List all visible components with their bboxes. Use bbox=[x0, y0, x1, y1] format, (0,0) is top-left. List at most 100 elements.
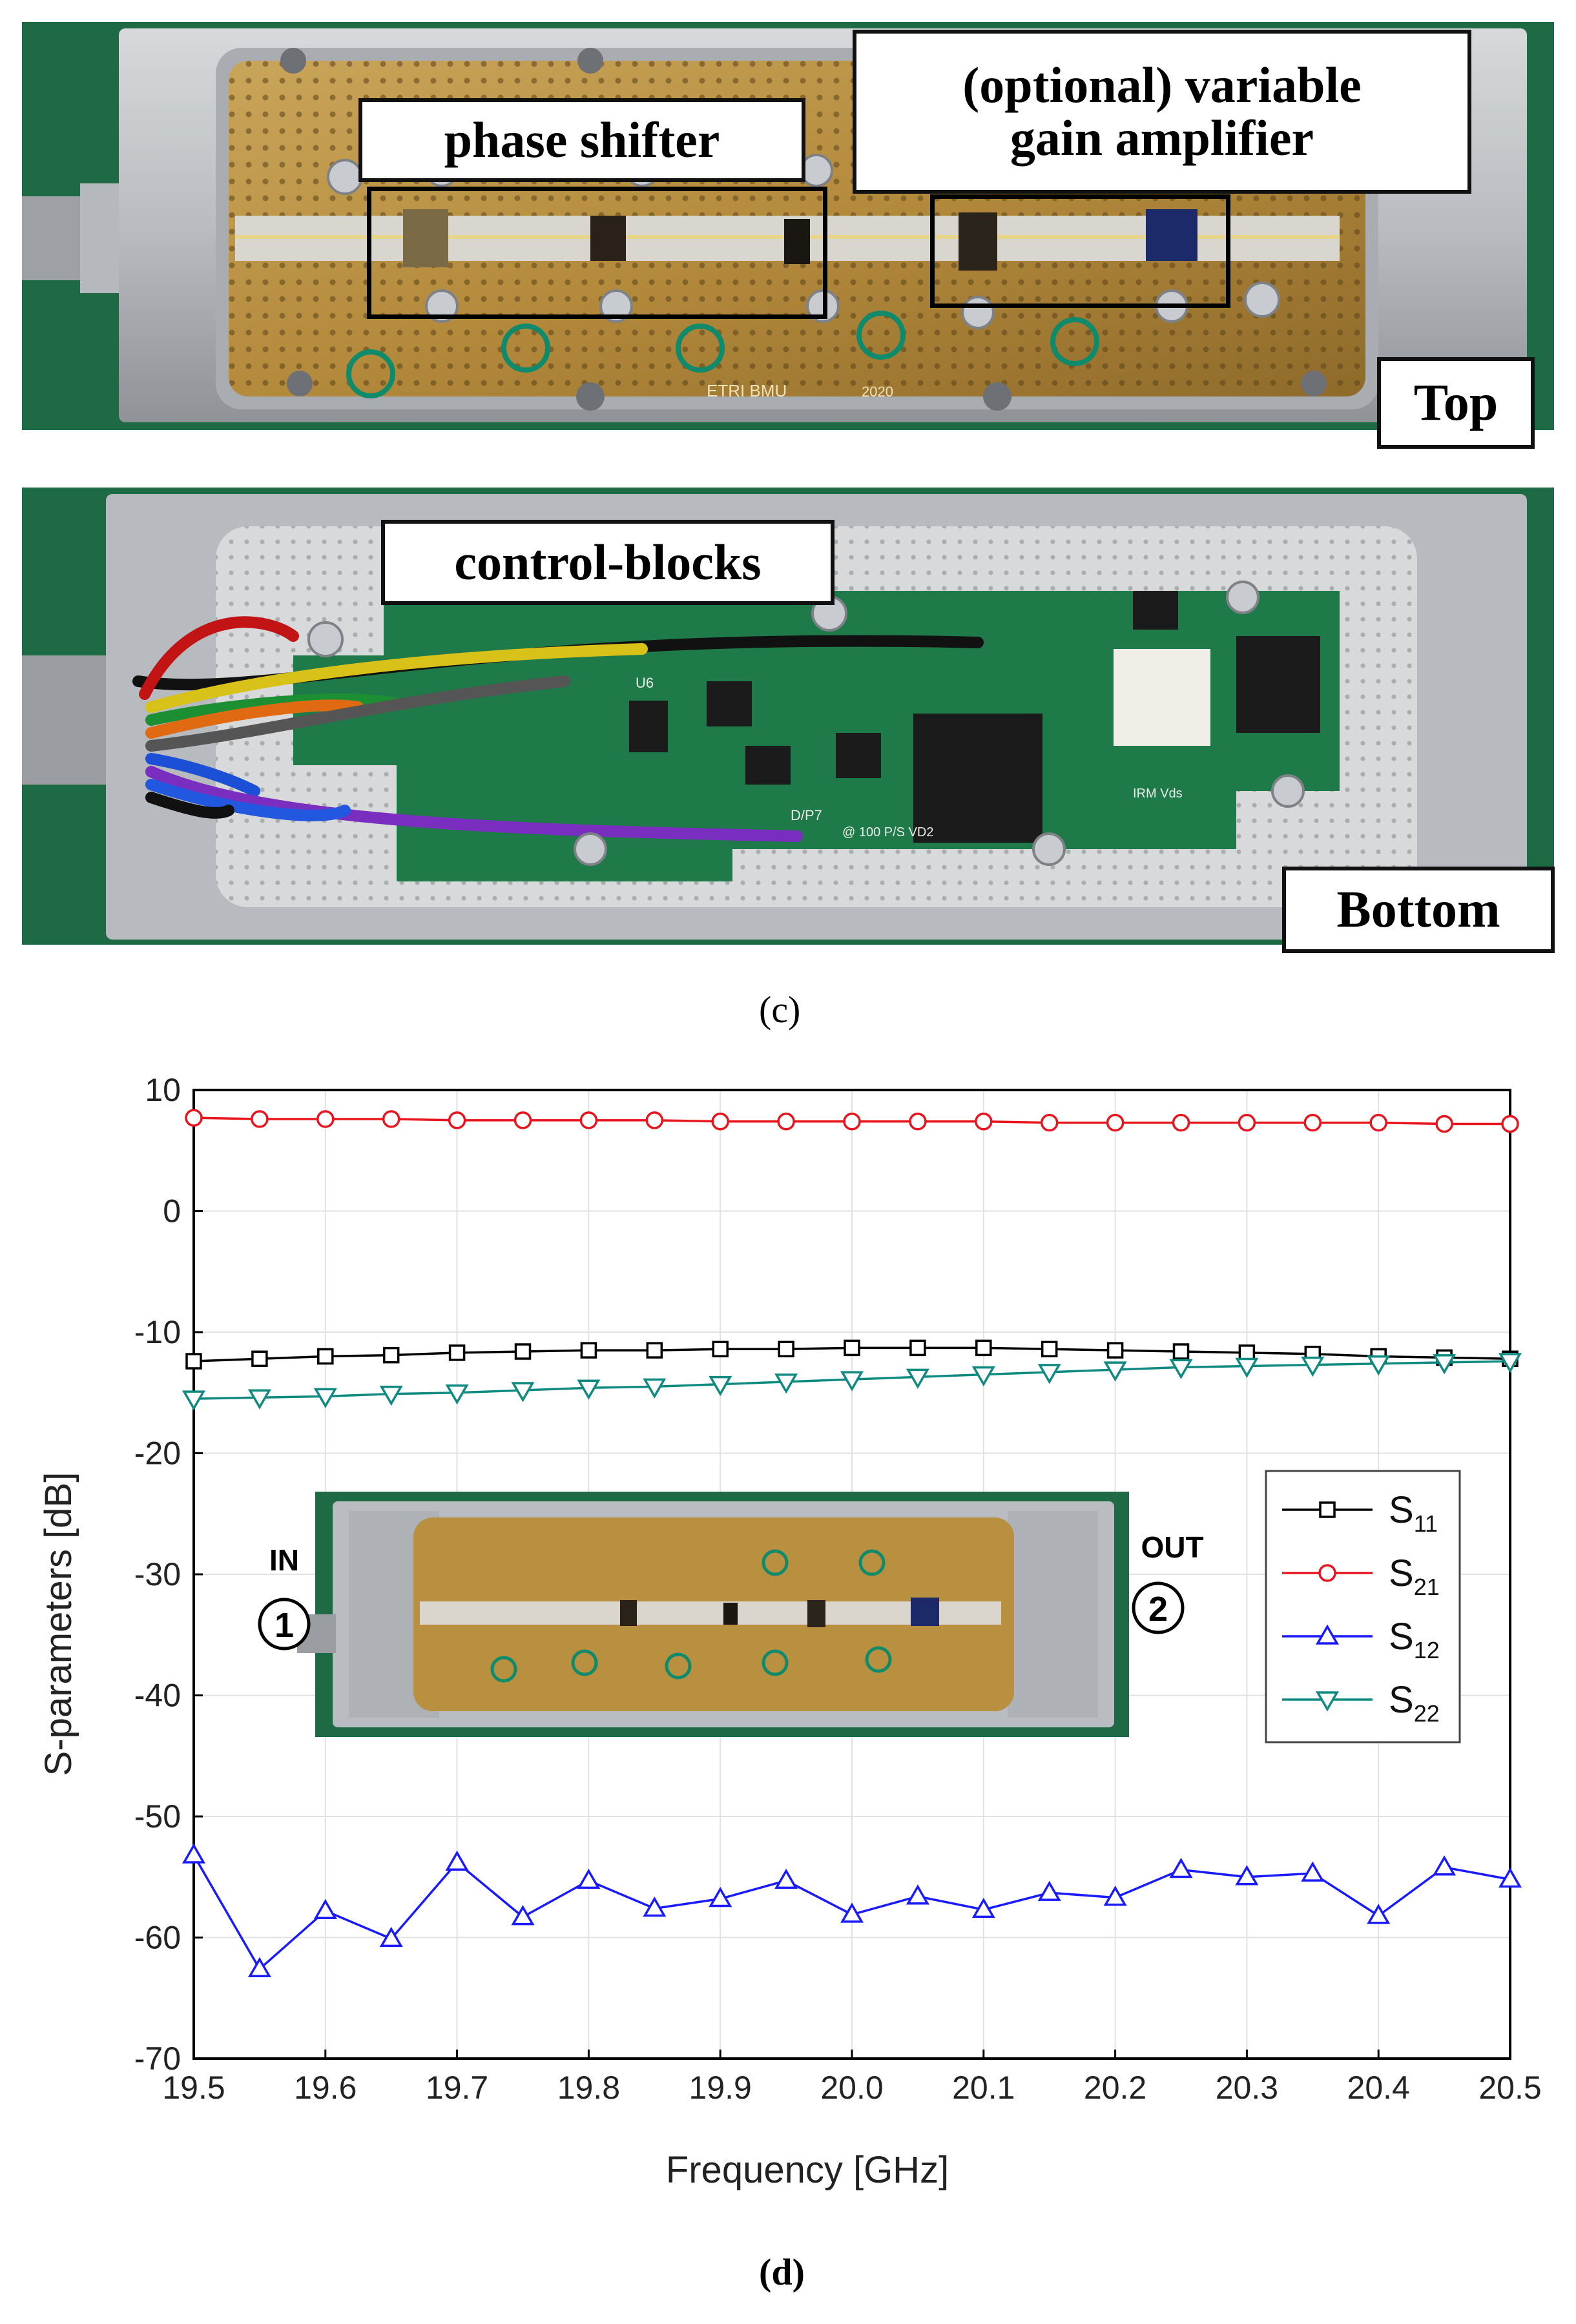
point-s12 bbox=[774, 1868, 798, 1889]
legend-marker bbox=[1315, 1624, 1340, 1645]
engraving-right: 2020 bbox=[862, 384, 893, 400]
point-s11 bbox=[251, 1350, 268, 1367]
caption-d: (d) bbox=[759, 2251, 805, 2293]
silk-dp7: D/P7 bbox=[791, 807, 822, 823]
x-tick-label: 20.0 bbox=[820, 2070, 883, 2106]
series-s21 bbox=[185, 1109, 1519, 1133]
point-s12 bbox=[906, 1884, 929, 1905]
point-s21 bbox=[1501, 1115, 1519, 1133]
point-s12 bbox=[1301, 1861, 1325, 1882]
phase-shifter-highlight bbox=[367, 187, 827, 319]
point-s11 bbox=[909, 1339, 926, 1357]
y-tick-label: -60 bbox=[134, 1920, 181, 1956]
point-s12 bbox=[1498, 1867, 1522, 1888]
engraving-left: ETRI BMU bbox=[707, 381, 787, 400]
silk-u6: U6 bbox=[636, 675, 654, 691]
point-s22 bbox=[1498, 1353, 1522, 1373]
top-tag-text: Top bbox=[1413, 375, 1498, 431]
point-s22 bbox=[971, 1366, 995, 1387]
y-tick-label: -30 bbox=[134, 1556, 181, 1592]
legend-box bbox=[1265, 1470, 1461, 1743]
point-s12 bbox=[1037, 1880, 1061, 1901]
point-s12 bbox=[1367, 1904, 1391, 1924]
bottom-tag: Bottom bbox=[1282, 867, 1555, 953]
point-s22 bbox=[906, 1368, 929, 1389]
vga-highlight bbox=[930, 194, 1230, 308]
inset-port-2-text: 2 bbox=[1148, 1590, 1168, 1629]
inset-out-label: OUT bbox=[1141, 1530, 1203, 1564]
point-s11 bbox=[844, 1339, 860, 1357]
legend-label: S12 bbox=[1389, 1616, 1440, 1663]
point-s12 bbox=[840, 1902, 864, 1923]
point-s21 bbox=[1435, 1115, 1453, 1133]
y-tick-label: 0 bbox=[163, 1193, 181, 1229]
point-s11 bbox=[580, 1342, 597, 1359]
point-s11 bbox=[382, 1346, 400, 1364]
control-blocks-label: control-blocks bbox=[381, 520, 835, 605]
point-s22 bbox=[1433, 1354, 1457, 1375]
point-s12 bbox=[971, 1897, 995, 1918]
legend-label: S11 bbox=[1389, 1489, 1438, 1537]
point-s22 bbox=[1367, 1355, 1391, 1376]
vga-label: (optional) variable gain amplifier bbox=[853, 30, 1471, 194]
x-tick-label: 19.6 bbox=[294, 2070, 357, 2106]
point-s11 bbox=[514, 1343, 532, 1360]
point-s11 bbox=[1238, 1344, 1256, 1361]
inset-port-1-text: 1 bbox=[275, 1606, 294, 1645]
point-s21 bbox=[843, 1113, 861, 1131]
point-s22 bbox=[445, 1384, 469, 1405]
point-s12 bbox=[379, 1926, 403, 1948]
point-s12 bbox=[445, 1850, 469, 1871]
y-tick-label: 10 bbox=[145, 1072, 181, 1108]
point-s21 bbox=[251, 1110, 269, 1128]
inset-in-label: IN bbox=[269, 1543, 299, 1577]
point-s11 bbox=[448, 1344, 466, 1361]
x-tick-label: 19.8 bbox=[557, 2070, 620, 2106]
x-tick-label: 20.1 bbox=[952, 2070, 1015, 2106]
legend-label: S22 bbox=[1389, 1679, 1440, 1727]
point-s22 bbox=[1301, 1356, 1325, 1377]
legend-label: S21 bbox=[1389, 1552, 1440, 1600]
point-s12 bbox=[1169, 1857, 1193, 1878]
point-s21 bbox=[1172, 1113, 1190, 1132]
point-s21 bbox=[513, 1111, 532, 1129]
y-tick-label: -50 bbox=[134, 1798, 181, 1835]
point-s21 bbox=[579, 1111, 598, 1129]
point-s21 bbox=[185, 1109, 203, 1127]
point-s11 bbox=[317, 1348, 334, 1365]
point-s12 bbox=[247, 1957, 271, 1977]
x-tick-label: 20.5 bbox=[1478, 2070, 1541, 2106]
silk-vds: IRM Vds bbox=[1133, 787, 1183, 801]
point-s11 bbox=[778, 1341, 794, 1357]
y-tick-label: -70 bbox=[134, 2041, 181, 2077]
phase-shifter-text: phase shifter bbox=[444, 112, 720, 169]
legend-entry-s22: S22 bbox=[1282, 1679, 1440, 1727]
x-tick-label: 19.9 bbox=[689, 2070, 752, 2106]
vga-text-line2: gain amplifier bbox=[1010, 110, 1314, 166]
legend-entry-s11: S11 bbox=[1282, 1489, 1438, 1537]
point-s12 bbox=[1103, 1886, 1127, 1906]
point-s21 bbox=[1040, 1113, 1059, 1132]
inset-port-2-circle bbox=[1132, 1581, 1185, 1634]
point-s21 bbox=[711, 1113, 729, 1131]
point-s22 bbox=[181, 1390, 206, 1411]
point-s11 bbox=[1041, 1341, 1058, 1357]
point-s21 bbox=[382, 1110, 400, 1128]
legend-marker bbox=[1315, 1691, 1340, 1712]
inset-port-1-circle bbox=[258, 1598, 311, 1650]
x-tick-label: 20.2 bbox=[1084, 2070, 1146, 2106]
point-s21 bbox=[1238, 1113, 1256, 1132]
x-axis-title: Frequency [GHz] bbox=[666, 2149, 949, 2191]
x-tick-label: 19.5 bbox=[162, 2070, 225, 2106]
point-s12 bbox=[181, 1843, 206, 1864]
point-s12 bbox=[709, 1886, 732, 1908]
inset-photo bbox=[297, 1492, 1129, 1737]
point-s12 bbox=[511, 1905, 535, 1926]
point-s21 bbox=[909, 1113, 927, 1131]
point-s22 bbox=[1235, 1357, 1259, 1379]
legend-marker bbox=[1319, 1501, 1336, 1518]
y-tick-label: -10 bbox=[134, 1314, 181, 1350]
point-s21 bbox=[645, 1111, 664, 1129]
